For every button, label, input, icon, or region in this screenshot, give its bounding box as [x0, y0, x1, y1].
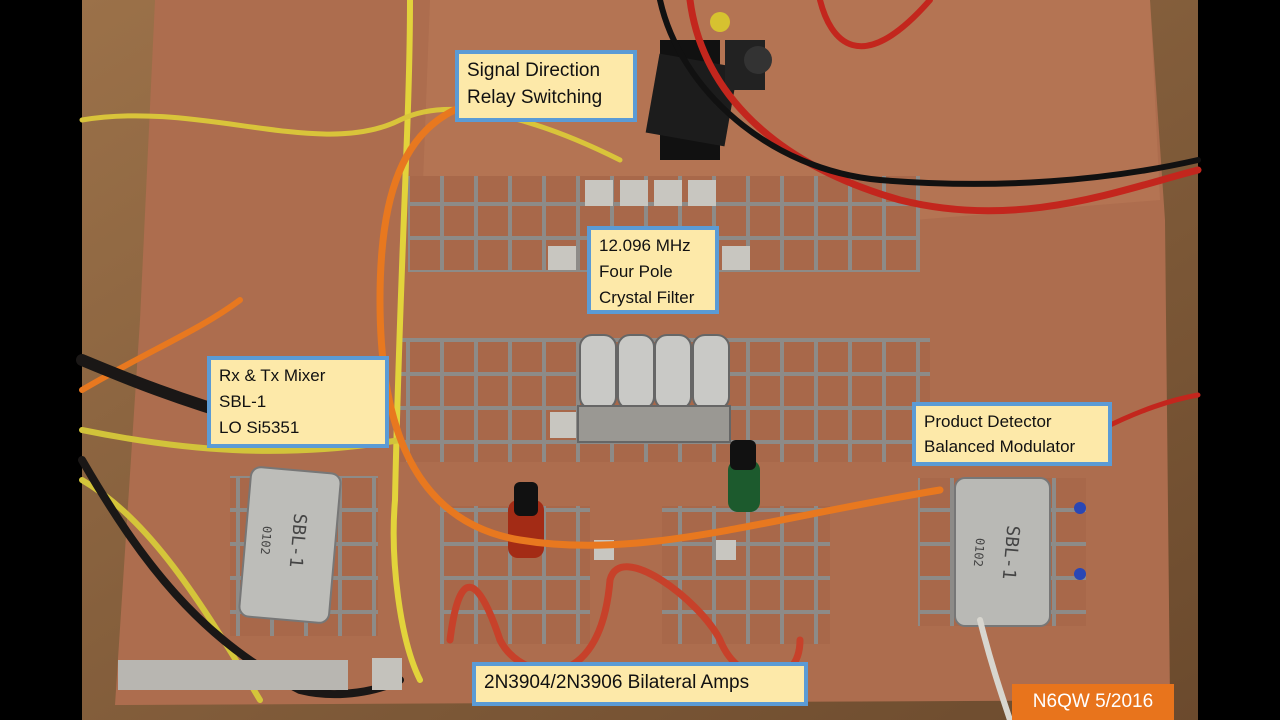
callout-product-detector: Product Detector Balanced Modulator — [912, 402, 1112, 466]
crystal-filter — [577, 334, 731, 443]
callout-crystal-filter: 12.096 MHz Four Pole Crystal Filter — [587, 226, 719, 314]
callout-filter-line2: Four Pole — [599, 262, 673, 281]
callout-relay-switching: Signal Direction Relay Switching — [455, 50, 637, 122]
svg-text:0102: 0102 — [971, 537, 987, 567]
callout-detector-line2: Balanced Modulator — [924, 437, 1076, 456]
callout-mixer-line3: LO Si5351 — [219, 418, 300, 437]
callout-relay-line2: Relay Switching — [467, 87, 603, 108]
callout-filter-line1: 12.096 MHz — [599, 236, 691, 255]
callout-amps-line1: 2N3904/2N3906 Bilateral Amps — [484, 672, 750, 693]
right-black-bar — [1198, 0, 1280, 720]
callout-relay-line1: Signal Direction — [467, 60, 601, 81]
ground-strip — [118, 660, 348, 690]
callout-mixer: Rx & Tx Mixer SBL-1 LO Si5351 — [207, 356, 389, 448]
left-black-bar — [0, 0, 82, 720]
corner-pad — [372, 658, 402, 690]
callout-bilateral-amps: 2N3904/2N3906 Bilateral Amps — [472, 662, 808, 706]
solder-pads — [548, 180, 750, 560]
toroid-green — [728, 440, 760, 512]
svg-text:0102: 0102 — [258, 525, 274, 555]
detector-sbl1-can: SBL-1 0102 — [954, 477, 1086, 627]
author-date-badge: N6QW 5/2016 — [1012, 684, 1174, 720]
callout-detector-line1: Product Detector — [924, 412, 1052, 431]
svg-text:SBL-1: SBL-1 — [998, 525, 1024, 581]
callout-mixer-line1: Rx & Tx Mixer — [219, 366, 326, 385]
callout-mixer-line2: SBL-1 — [219, 392, 267, 411]
mixer-sbl1-can: SBL-1 0102 — [238, 466, 342, 624]
callout-filter-line3: Crystal Filter — [599, 288, 695, 307]
svg-text:SBL-1: SBL-1 — [285, 513, 311, 569]
